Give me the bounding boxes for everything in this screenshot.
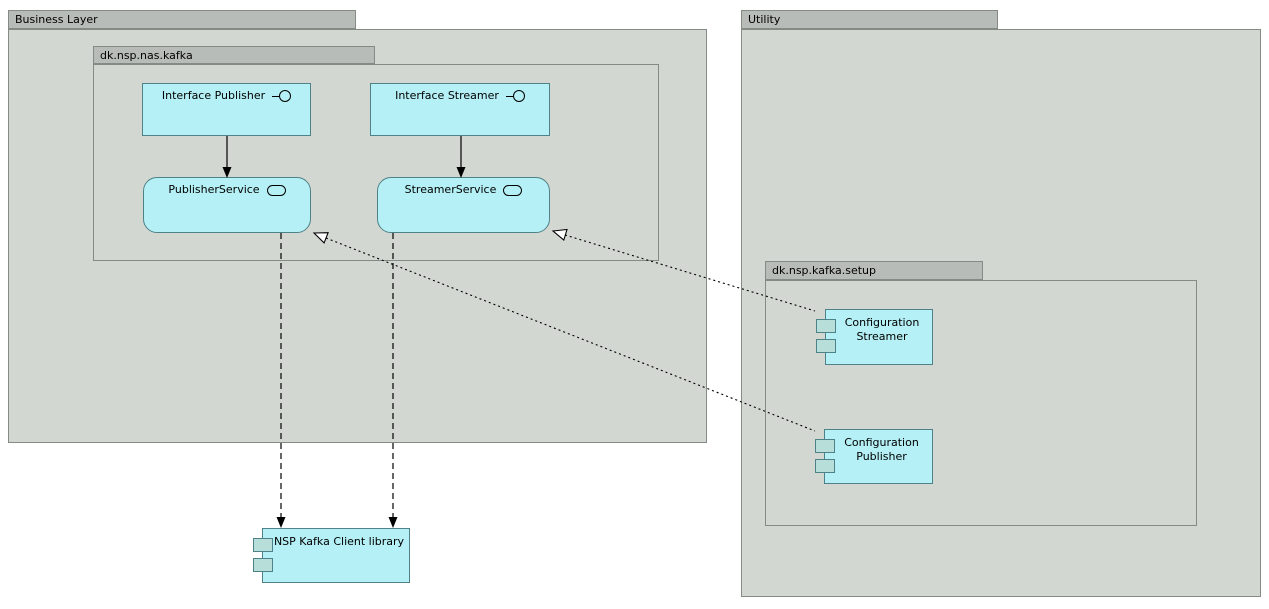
package-tab-dk-nsp-nas-kafka[interactable]: dk.nsp.nas.kafka [93,46,375,64]
interface-circle [279,90,292,102]
node-label: Interface Publisher [161,89,266,102]
node-interface-publisher[interactable]: Interface Publisher [142,83,311,136]
node-interface-streamer[interactable]: Interface Streamer [370,83,550,136]
filled-arrowhead-icon [388,517,398,528]
interface-dash [272,95,280,97]
node-configuration-streamer[interactable]: Configuration Streamer [816,309,933,365]
filled-arrowhead-icon [276,517,286,528]
package-tab-business-layer[interactable]: Business Layer [8,10,356,29]
node-label: Interface Streamer [395,89,499,102]
node-publisher-service[interactable]: PublisherService [143,177,311,233]
package-tab-dk-nsp-kafka-setup[interactable]: dk.nsp.kafka.setup [765,261,983,280]
component-icon [815,459,835,473]
package-tab-utility[interactable]: Utility [741,10,998,29]
provided-interface-icon [272,90,292,102]
component-icon [253,558,273,572]
service-icon [266,184,286,196]
node-label: Configuration Streamer [844,316,920,343]
node-streamer-service[interactable]: StreamerService [377,177,550,233]
node-nsp-kafka-client-library[interactable]: NSP Kafka Client library [253,528,410,583]
component-icon [815,439,835,453]
component-icon [816,319,836,333]
component-icon [816,339,836,353]
node-configuration-publisher[interactable]: Configuration Publisher [815,429,933,484]
node-label: StreamerService [404,183,497,196]
node-label: NSP Kafka Client library [273,535,405,548]
provided-interface-icon [505,90,525,102]
node-label: PublisherService [168,183,260,196]
interface-circle [512,90,525,102]
component-icon [253,538,273,552]
node-label: Configuration Publisher [844,436,919,463]
service-icon [503,184,523,196]
interface-dash [505,95,513,97]
